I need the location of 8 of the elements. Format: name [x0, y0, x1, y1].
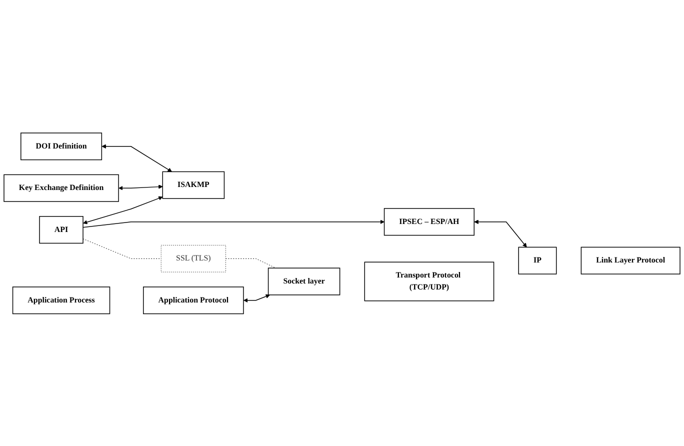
connector: [225, 258, 276, 268]
connector: [82, 238, 162, 258]
arrow: [102, 144, 172, 172]
arrow: [243, 294, 270, 302]
arrow: [82, 219, 384, 228]
arrow: [118, 184, 163, 190]
arrow: [83, 196, 163, 224]
arrow: [474, 219, 527, 248]
